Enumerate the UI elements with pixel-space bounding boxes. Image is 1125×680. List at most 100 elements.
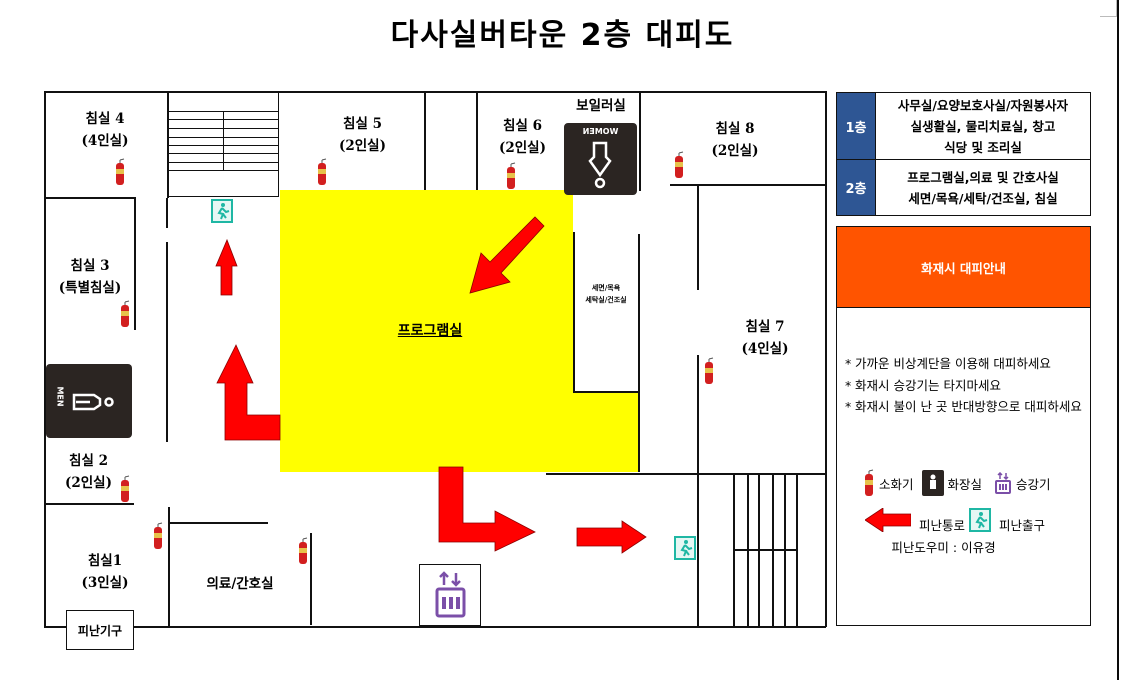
room-label-5: 침실 5 (2인실) [315, 113, 410, 157]
page-corner-mark [1100, 0, 1117, 17]
room-label-boiler: 보일러실 [576, 98, 626, 114]
arrow-right-small [576, 520, 647, 554]
guide-note: * 화재시 승강기는 타지마세요 [845, 375, 1082, 397]
evacuation-equipment-label: 피난기구 [66, 610, 134, 650]
legend-label-elevator: 승강기 [1016, 476, 1051, 492]
wall [166, 242, 168, 442]
guide-note: * 화재시 불이 난 곳 반대방향으로 대피하세요 [845, 396, 1082, 418]
room-name: 침실 3 [70, 258, 110, 274]
wall [44, 197, 134, 199]
wall [166, 198, 168, 228]
page-edge [1117, 0, 1119, 680]
floor-desc-line: 프로그램실,의료 및 간호사실 [907, 169, 1059, 185]
wall [697, 186, 699, 290]
fire-extinguisher-icon [121, 475, 130, 502]
note-text: 가까운 비상계단을 이용해 대피하세요 [855, 356, 1051, 371]
wall [639, 91, 641, 191]
floor-desc-line: 세면/목욕/세탁/건조실, 침실 [908, 190, 1058, 206]
room-label-2: 침실 2 (2인실) [46, 450, 131, 494]
evacuation-route-arrow-icon [865, 507, 911, 532]
wall [697, 355, 699, 627]
emergency-exit-icon [969, 507, 992, 532]
floor-badge: 1층 [837, 93, 875, 159]
wall [44, 503, 134, 505]
elevator-icon [435, 571, 466, 618]
icon-legend-row-1: 소화기 화장실 승강기 [863, 469, 1051, 497]
room-name: 침실1 [87, 553, 123, 569]
wall [424, 91, 426, 191]
legend-label-toilet: 화장실 [947, 476, 983, 492]
bullet: * [845, 356, 852, 371]
man-icon [72, 393, 114, 411]
fire-extinguisher-icon [675, 151, 684, 178]
room-capacity: (특별침실) [58, 280, 122, 296]
men-toilet-sign: MEN [46, 364, 132, 438]
room-capacity: (3인실) [81, 575, 129, 591]
room-label-wash: 세면/목욕 세탁실/건조실 [574, 282, 638, 306]
arrow-right-bent [438, 466, 536, 552]
floor-badge: 2층 [837, 160, 875, 215]
fire-extinguisher-icon [705, 357, 714, 384]
floor-description: 프로그램실,의료 및 간호사실 세면/목욕/세탁/건조실, 침실 [875, 160, 1090, 215]
wall [44, 626, 826, 628]
guide-note: * 가까운 비상계단을 이용해 대피하세요 [845, 353, 1082, 375]
fire-extinguisher-icon [121, 300, 130, 327]
wall [44, 91, 46, 627]
room-capacity: (2인실) [338, 138, 386, 154]
room-label-4: 침실 4 (4인실) [60, 108, 150, 152]
fire-extinguisher-icon [318, 158, 327, 185]
floor-desc-line: 실생활실, 물리치료실, 창고 [910, 118, 1056, 134]
wall [546, 473, 826, 475]
toilet-icon [921, 470, 944, 496]
room-name: 침실 8 [715, 121, 755, 137]
fire-extinguisher-icon [154, 522, 163, 549]
room-label-8: 침실 8 (2인실) [690, 118, 780, 162]
floor-description: 사무실/요양보호사실/자원봉사자 실생활실, 물리치료실, 창고 식당 및 조리… [875, 93, 1090, 159]
room-label-7: 침실 7 (4인실) [720, 316, 810, 360]
arrow-up-small [215, 238, 238, 296]
elevator [419, 564, 481, 626]
wall [44, 91, 826, 93]
elevator-icon [995, 472, 1012, 494]
room-name: 침실 4 [85, 111, 125, 127]
wash-label-line1: 세면/목욕 [591, 284, 621, 292]
program-room-area-extension [572, 392, 638, 472]
note-text: 화재시 불이 난 곳 반대방향으로 대피하세요 [855, 399, 1082, 414]
fire-extinguisher-icon [507, 162, 516, 189]
wall [134, 197, 136, 330]
floor-usage-table: 1층 사무실/요양보호사실/자원봉사자 실생활실, 물리치료실, 창고 식당 및… [836, 92, 1091, 216]
wall [670, 184, 826, 186]
legend-label-exit: 피난출구 [999, 518, 1046, 533]
wall [825, 91, 827, 627]
room-name: 침실 6 [503, 118, 542, 134]
floor-desc-line: 식당 및 조리실 [944, 139, 1022, 155]
wall [573, 232, 575, 392]
wall [310, 533, 312, 625]
wall [168, 522, 268, 524]
fire-extinguisher-icon [299, 537, 308, 564]
wall [638, 234, 640, 472]
guide-header: 화재시 대피안내 [837, 227, 1090, 308]
staircase-top [167, 92, 279, 197]
wall [168, 507, 170, 627]
arrow-up-bent [216, 344, 281, 441]
legend-label-extinguisher: 소화기 [879, 476, 914, 492]
floor-row-2: 2층 프로그램실,의료 및 간호사실 세면/목욕/세탁/건조실, 침실 [837, 160, 1090, 215]
wash-label-line2: 세탁실/건조실 [585, 296, 627, 304]
room-name: 침실 5 [343, 116, 382, 132]
icon-legend-row-2: 피난통로 피난출구 [865, 505, 1045, 534]
floor-row-1: 1층 사무실/요양보호사실/자원봉사자 실생활실, 물리치료실, 창고 식당 및… [837, 93, 1090, 160]
woman-icon [588, 141, 612, 189]
evacuation-helper: 피난도우미 : 이유경 [891, 540, 996, 555]
room-label-medical: 의료/간호실 [206, 576, 274, 592]
fire-extinguisher-icon [116, 158, 125, 185]
wall [476, 91, 478, 191]
fire-evacuation-guide: 화재시 대피안내 * 가까운 비상계단을 이용해 대피하세요 * 화재시 승강기… [836, 226, 1091, 626]
guide-notes: * 가까운 비상계단을 이용해 대피하세요 * 화재시 승강기는 타지마세요 *… [845, 353, 1082, 418]
note-text: 화재시 승강기는 타지마세요 [855, 377, 1001, 393]
emergency-exit-icon [674, 536, 696, 560]
room-label-6: 침실 6 (2인실) [480, 115, 565, 159]
women-toilet-sign: WOMEN [564, 123, 637, 195]
room-name: 침실 2 [69, 453, 108, 469]
room-label-1: 침실1 (3인실) [60, 550, 150, 594]
